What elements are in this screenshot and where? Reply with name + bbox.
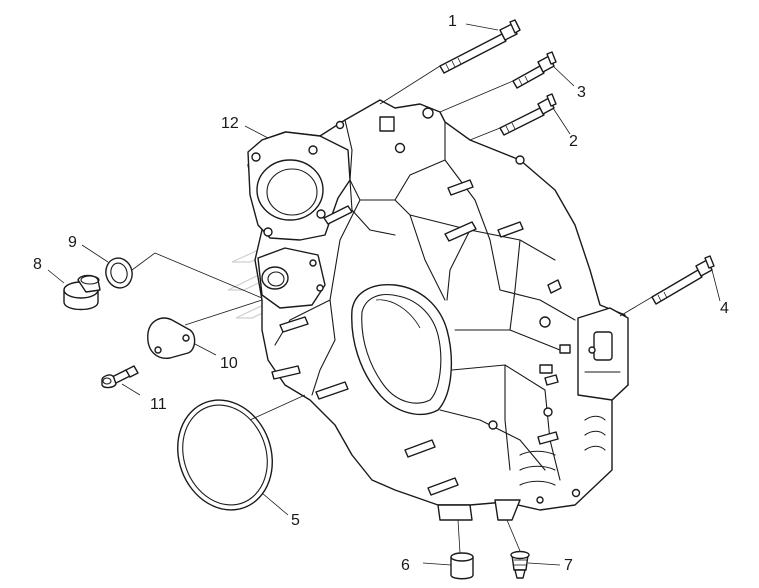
flange-hole [308,145,318,155]
item-10-cover-plate [147,317,196,359]
port-opening [256,159,324,221]
callout-5: 5 [291,512,300,529]
bolt-hole [394,142,406,154]
flywheel-housing [247,99,629,521]
callout-10: 10 [220,355,238,372]
item-7-drain-plug [510,550,530,579]
flange-hole [316,209,326,219]
top-bolt-hole [422,107,434,119]
leader-lines [47,23,721,566]
flange-hole [263,227,273,237]
callout-1: 1 [448,13,457,30]
bolt-hole [335,120,345,130]
item-8-cap-plug [63,274,101,311]
item-11-small-bolt [101,365,139,389]
item-3-bolt [512,51,557,89]
item-9-sealing-ring [105,257,133,289]
item-2-bolt [499,93,557,136]
callout-6: 6 [401,557,410,574]
flange-hole [251,152,261,162]
item-6-plug [450,552,474,580]
callout-4: 4 [720,300,729,317]
item-5-o-ring [177,399,273,511]
callout-labels: 1 2 3 4 5 6 7 8 9 10 11 12 [33,13,729,574]
callout-2: 2 [569,133,578,150]
item-1-long-bolt [439,19,521,74]
callout-9: 9 [68,234,77,251]
item-4-bolt [651,255,715,305]
housing-studs [271,179,562,496]
callout-7: 7 [564,557,573,574]
callout-11: 11 [150,396,167,413]
callout-3: 3 [577,84,586,101]
callout-8: 8 [33,256,42,273]
top-boss [379,116,395,132]
callout-12: 12 [221,115,239,132]
